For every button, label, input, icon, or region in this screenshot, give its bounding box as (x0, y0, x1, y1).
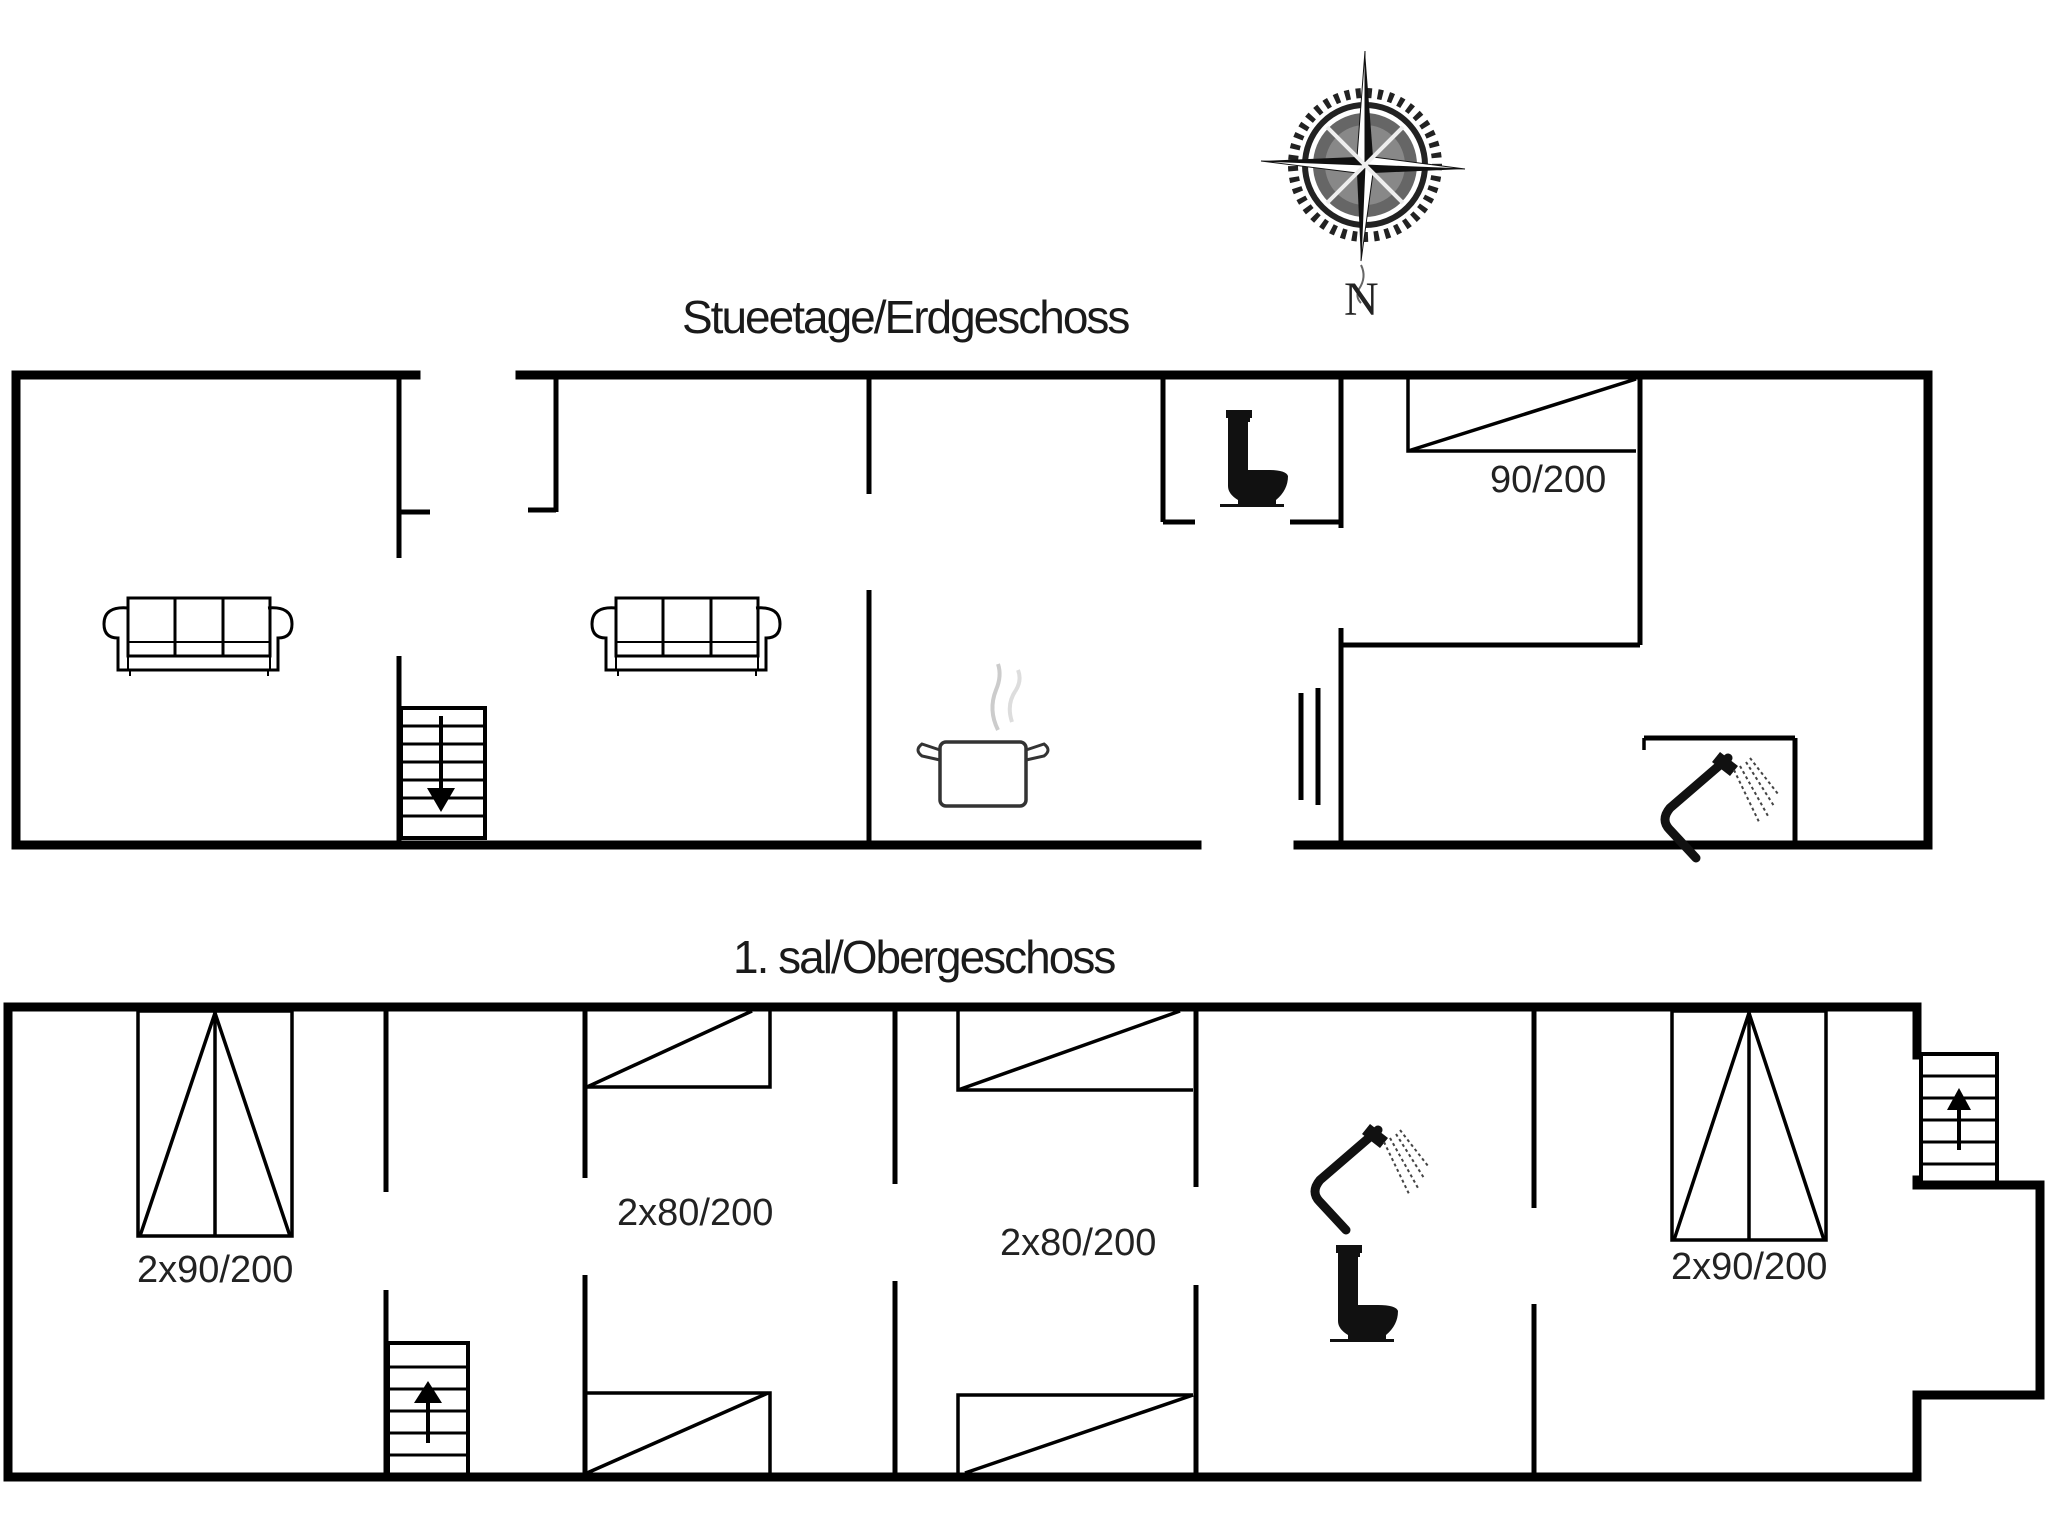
ground-floor-walls (11, 370, 1933, 850)
cooking-pot-icon (916, 663, 1050, 808)
toilet-icon (1220, 410, 1288, 507)
upper-floor-title: 1. sal/Obergeschoss (733, 931, 1115, 983)
bed-size-label: 2x90/200 (137, 1249, 293, 1291)
stairs-up-icon (386, 1341, 470, 1477)
bed-size-label: 2x90/200 (1671, 1246, 1827, 1288)
sofa-icon (102, 596, 294, 678)
toilet-icon (1330, 1245, 1398, 1342)
compass-rose-icon (1260, 50, 1466, 304)
double-bed-icon (136, 1007, 294, 1238)
compass-north-label: N (1344, 273, 1379, 326)
bunk-bed-icon (956, 1009, 1194, 1475)
stairs-up-icon (1919, 1052, 1999, 1186)
bed-size-label: 90/200 (1490, 459, 1606, 501)
double-bed-icon (1670, 1007, 1828, 1242)
bed-size-label: 2x80/200 (617, 1192, 773, 1234)
bunk-bed-icon (586, 1009, 772, 1475)
ground-floor-title: Stueetage/Erdgeschoss (682, 291, 1129, 343)
bed-icon (1406, 377, 1637, 453)
shower-icon (1315, 1124, 1428, 1230)
sofa-icon (590, 596, 782, 678)
bed-size-label: 2x80/200 (1000, 1222, 1156, 1264)
stairs-down-icon (399, 706, 487, 840)
